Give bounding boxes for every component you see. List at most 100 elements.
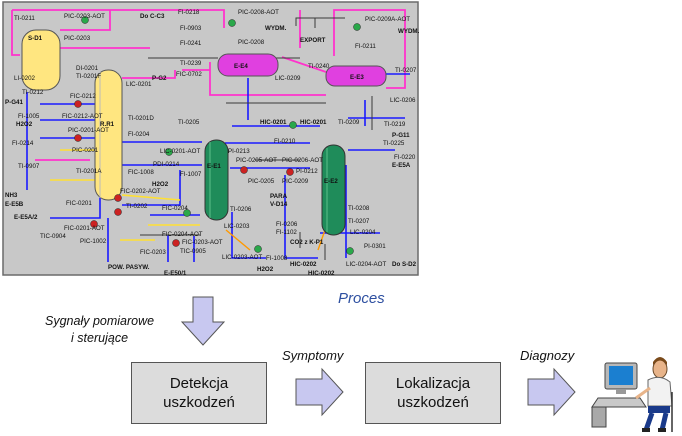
instrument-tag: TI-0207 xyxy=(395,67,417,74)
reactor-r-r1 xyxy=(94,69,123,201)
instrument-tag: FIC-1008 xyxy=(128,169,154,176)
input-signals-line-2: i sterujące xyxy=(71,331,129,345)
valve-icon xyxy=(353,23,361,31)
down-arrow xyxy=(180,296,226,346)
detection-line-2: uszkodzeń xyxy=(163,394,235,411)
instrument-tag: FI-1008 xyxy=(266,255,288,262)
instrument-tag: FIC-0202-AOT xyxy=(120,188,161,195)
valve-icon xyxy=(289,121,297,129)
localization-line-1: Lokalizacja xyxy=(395,375,471,392)
valve-icon xyxy=(228,19,236,27)
valve-icon xyxy=(114,208,122,216)
unit-label: R.R1 xyxy=(100,121,115,128)
instrument-tag: WYDM. xyxy=(265,25,287,32)
instrument-tag: FI-0218 xyxy=(178,9,200,16)
instrument-tag: FIC-0201 xyxy=(66,200,92,207)
instrument-tag: FIC-0212 xyxy=(70,93,96,100)
instrument-tag: PIC-0208-AOT xyxy=(238,9,279,16)
instrument-tag: LIC-0204 xyxy=(350,229,376,236)
instrument-tag: LIC-0201-AOT xyxy=(160,148,200,155)
instrument-tag: PIC-0208 xyxy=(238,39,265,46)
instrument-tag: FI-0206 xyxy=(276,221,298,228)
instrument-tag: HIC-0202 xyxy=(308,270,335,277)
valve-icon xyxy=(183,209,191,217)
instrument-tag: H2O2 xyxy=(16,121,33,128)
instrument-tag: FI-1005 xyxy=(18,113,40,120)
instrument-tag: FIC-0212-AOT xyxy=(62,113,103,120)
instrument-tag: PIC-0205-AOT xyxy=(236,157,277,164)
instrument-tag: FIC-0203-AOT xyxy=(182,239,223,246)
instrument-tag: PIC-0205 xyxy=(248,178,275,185)
instrument-tag: P-G11 xyxy=(392,132,410,139)
valve-icon xyxy=(254,245,262,253)
unit-label: E-E2 xyxy=(324,178,338,185)
valve-icon xyxy=(81,16,89,24)
instrument-tag: TI-0207 xyxy=(348,218,370,225)
instrument-tag: NH3 xyxy=(5,192,18,199)
instrument-tag: FI-0211 xyxy=(355,43,376,50)
instrument-tag: FI-0220 xyxy=(394,154,416,161)
instrument-tag: WYDM. xyxy=(398,28,420,35)
instrument-tag: H2O2 xyxy=(257,266,274,273)
instrument-tag: TI-0202 xyxy=(126,203,148,210)
instrument-tag: TI-0239 xyxy=(180,60,202,67)
column-e-e1 xyxy=(204,139,229,221)
unit-labels: S-D1R.R1E-E1E-E2E-E3E-E4 xyxy=(28,35,364,185)
instrument-tag: TI-0219 xyxy=(384,121,406,128)
valve-icon xyxy=(240,166,248,174)
column-e-e2 xyxy=(321,144,346,236)
exchanger-e-e3 xyxy=(325,65,387,87)
valve-icon xyxy=(346,247,354,255)
instrument-tag: FIC-0204 xyxy=(162,205,188,212)
instrument-tag: CO2 z K-P1 xyxy=(290,239,324,246)
proces-label: Proces xyxy=(338,290,385,307)
operator-computer-icon xyxy=(591,357,673,432)
instrument-tag: TI-0212 xyxy=(22,89,44,96)
instrument-tag: FIC-0203 xyxy=(140,249,166,256)
instrument-tag: TI-0240 xyxy=(308,63,330,70)
instrument-tag: LIC-0209 xyxy=(275,75,301,82)
right-arrow-diagnoses xyxy=(527,367,576,417)
valve-icon xyxy=(165,148,173,156)
instrument-tag: E-E5A/2 xyxy=(14,214,38,221)
instrument-tag: FI-1007 xyxy=(180,171,202,178)
unit-label: E-E3 xyxy=(350,74,364,81)
valve-icon xyxy=(114,194,122,202)
instrument-tag: LIC-0203 xyxy=(224,223,250,230)
instrument-tag: PIC-1002 xyxy=(80,238,107,245)
instrument-tag: TIC-0905 xyxy=(180,248,206,255)
localization-box: Lokalizacja uszkodzeń xyxy=(365,362,501,424)
valve-icon xyxy=(90,220,98,228)
instrument-tag: FIC-0204-AOT xyxy=(162,231,203,238)
instrument-tag: FI-0204 xyxy=(128,131,150,138)
instrument-tag: TIC-0904 xyxy=(40,233,66,240)
instrument-tag: PIC-0201-AOT xyxy=(68,127,109,134)
instrument-tag: FI-1102 xyxy=(276,229,297,236)
diagnoses-label: Diagnozy xyxy=(520,348,575,363)
instrument-tag: LIC-0201 xyxy=(126,81,152,88)
instrument-tag: FIC-0201-AOT xyxy=(64,225,105,232)
instrument-tag: DI-0201 xyxy=(76,65,99,72)
instrument-tag: PI-0301 xyxy=(364,243,386,250)
instrument-tag: TI-0907 xyxy=(18,163,40,170)
instrument-tag: E-E5A xyxy=(392,162,411,169)
valve-icon xyxy=(286,168,294,176)
instrument-tag: FI-0214 xyxy=(12,140,34,147)
exchanger-e-e4 xyxy=(217,53,279,77)
instrument-tag: FI-0241 xyxy=(180,40,202,47)
unit-label: E-E4 xyxy=(234,63,248,70)
instrument-tag: HIC-0202 xyxy=(290,261,317,268)
instrument-tag: PDI-0214 xyxy=(153,161,180,168)
instrument-tag: Do S-D2 xyxy=(392,261,417,268)
instrument-tag: PI-0213 xyxy=(228,148,250,155)
instrument-tag: HIC-0201 xyxy=(260,119,287,126)
instrument-tag: TI-0206 xyxy=(230,206,252,213)
instrument-tag: TI-0201A xyxy=(76,168,102,175)
instrument-tag: P-G2 xyxy=(152,75,167,82)
localization-line-2: uszkodzeń xyxy=(397,394,469,411)
symptoms-label: Symptomy xyxy=(282,348,344,363)
valve-icon xyxy=(172,239,180,247)
